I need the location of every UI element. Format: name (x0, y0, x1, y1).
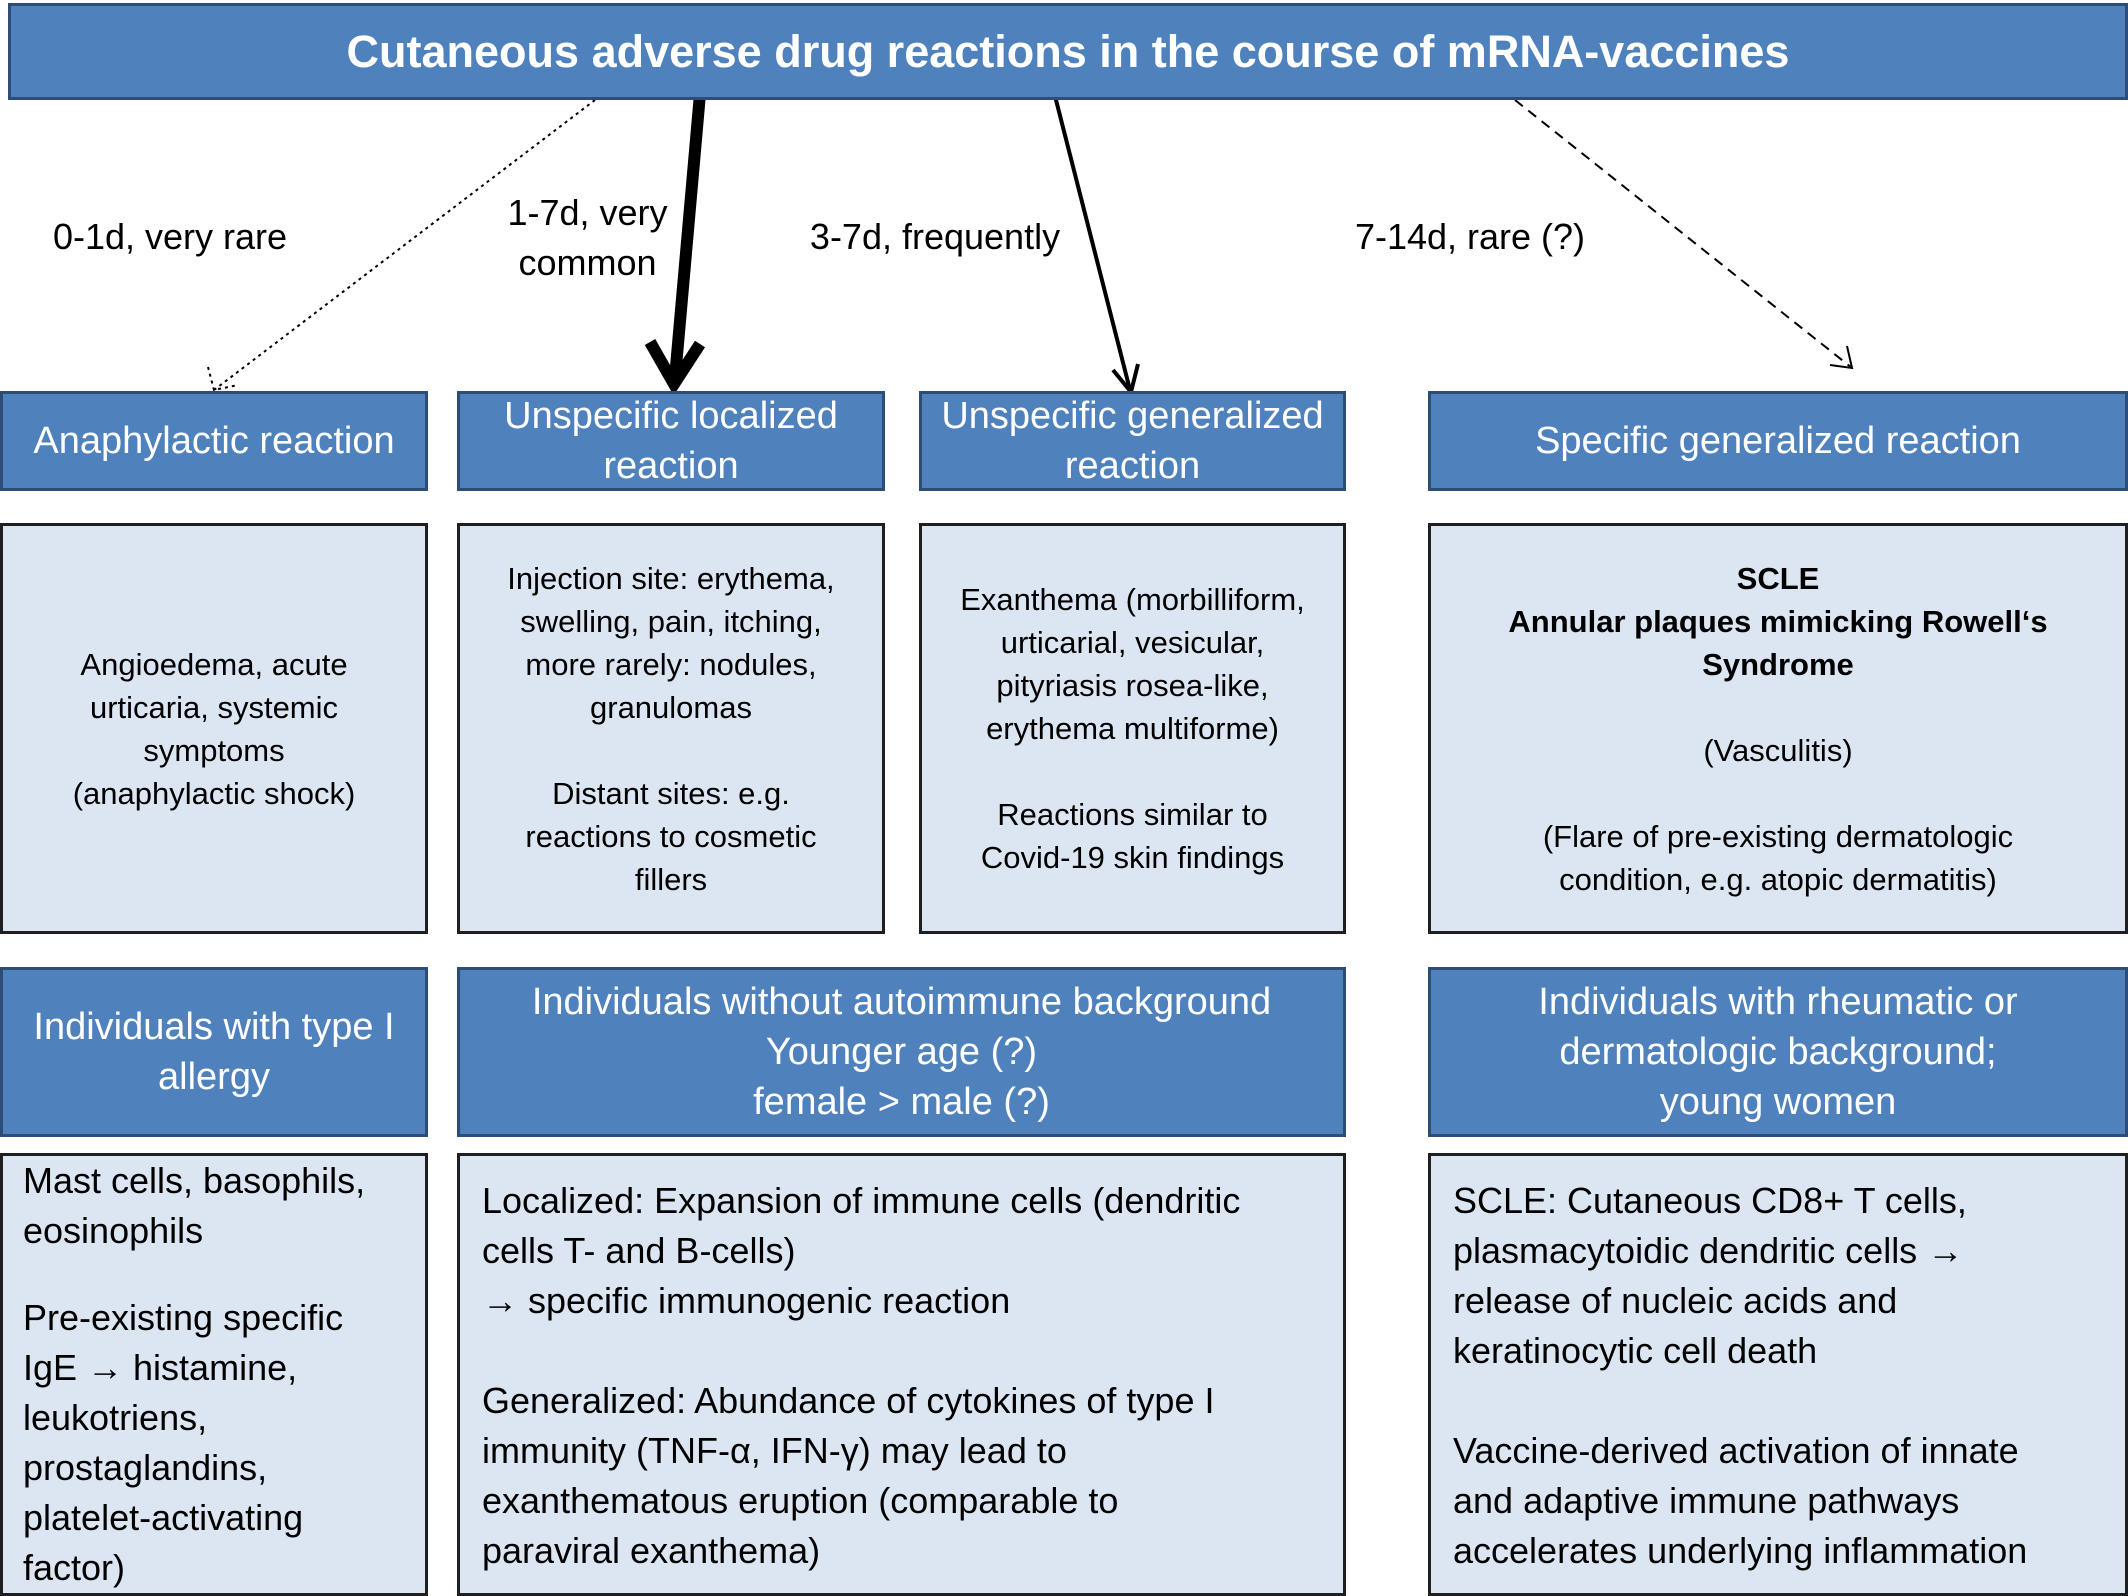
mechanism-allergy: Mast cells, basophils, eosinophils Pre-e… (0, 1153, 428, 1596)
mechanism-line: keratinocytic cell death (1453, 1330, 1818, 1371)
mechanism-line: eosinophils (23, 1210, 204, 1251)
population-line: dermatologic background; (1559, 1031, 1997, 1073)
mechanism-line: paraviral exanthema) (482, 1530, 821, 1571)
population-line: female > male (?) (753, 1081, 1050, 1123)
population-line: Individuals with type I (33, 1006, 395, 1048)
arrowhead-localized (644, 339, 706, 396)
mechanism-line: plasmacytoidic dendritic cells → (1453, 1230, 1964, 1271)
manifestation-line: Injection site: erythema, (507, 560, 835, 596)
population-line: allergy (158, 1056, 270, 1098)
mechanism-line: Mast cells, basophils, (23, 1160, 366, 1201)
reaction-label: Specific generalized reaction (1535, 420, 2021, 462)
population-line: Younger age (?) (765, 1031, 1038, 1073)
reaction-label: reaction (603, 445, 739, 487)
reaction-label: Unspecific generalized (941, 395, 1324, 437)
timing-label-text: common (518, 242, 657, 283)
arrow-anaphylactic (213, 99, 596, 391)
manifestation-line: urticaria, systemic (89, 689, 339, 725)
reaction-label: reaction (1064, 445, 1201, 487)
mechanism-line: platelet-activating (23, 1497, 304, 1538)
mechanism-line: IgE → histamine, (23, 1347, 298, 1388)
manifestations-specific: SCLE Annular plaques mimicking Rowell‘s … (1428, 523, 2128, 934)
manifestation-line: Covid-19 skin findings (980, 840, 1285, 875)
manifestations-localized: Injection site: erythema, swelling, pain… (457, 523, 885, 934)
timing-label-text: 3-7d, frequently (809, 216, 1061, 257)
manifestations-generalized: Exanthema (morbilliform, urticarial, ves… (919, 523, 1346, 934)
reaction-label: Unspecific localized (504, 395, 838, 437)
manifestation-line: granulomas (590, 689, 752, 725)
population-line: Individuals with rheumatic or (1538, 981, 2018, 1023)
manifestation-line: Angioedema, acute (80, 646, 348, 682)
mechanism-line: immunity (TNF-α, IFN-γ) may lead to (482, 1430, 1067, 1471)
manifestation-line: fillers (634, 861, 708, 897)
title-text: Cutaneous adverse drug reactions in the … (346, 25, 1790, 77)
timing-label-localized: 1-7d, very common (480, 188, 695, 288)
timing-label-text: 7-14d, rare (?) (1354, 216, 1586, 257)
manifestation-line-bold: Syndrome (1702, 646, 1854, 682)
population-no-autoimmune: Individuals without autoimmune backgroun… (457, 967, 1346, 1137)
population-rheumatic: Individuals with rheumatic or dermatolog… (1428, 967, 2128, 1137)
manifestation-line: pityriasis rosea-like, (996, 668, 1269, 703)
mechanism-line: and adaptive immune pathways (1453, 1480, 1960, 1521)
manifestation-line: symptoms (143, 732, 285, 768)
arrow-specific (1514, 99, 1853, 369)
mechanism-line: → specific immunogenic reaction (482, 1280, 1011, 1321)
manifestation-line: (Vasculitis) (1703, 732, 1853, 768)
manifestation-line: Reactions similar to (997, 797, 1268, 832)
manifestation-line-bold: SCLE (1736, 560, 1820, 596)
diagram-title: Cutaneous adverse drug reactions in the … (8, 3, 2128, 100)
manifestation-line: (Flare of pre-existing dermatologic (1542, 818, 2014, 854)
manifestation-line: Exanthema (morbilliform, (960, 582, 1305, 617)
arrow-localized (669, 93, 706, 379)
arrowhead-specific (1829, 345, 1854, 370)
mechanism-line: Vaccine-derived activation of innate (1453, 1430, 2019, 1471)
manifestation-line-bold: Annular plaques mimicking Rowell‘s (1508, 603, 2048, 639)
timing-label-text: 0-1d, very rare (52, 216, 288, 257)
arrow-generalized (1053, 95, 1132, 391)
mechanism-line: exanthematous eruption (comparable to (482, 1480, 1119, 1521)
mechanism-middle: Localized: Expansion of immune cells (de… (457, 1153, 1346, 1596)
timing-label-generalized: 3-7d, frequently (780, 212, 1090, 262)
reaction-unspecific-localized: Unspecific localized reaction (457, 391, 885, 491)
mechanism-line: factor) (23, 1547, 126, 1588)
population-allergy: Individuals with type I allergy (0, 967, 428, 1137)
manifestation-line: reactions to cosmetic (525, 818, 817, 854)
manifestation-line: condition, e.g. atopic dermatitis) (1559, 861, 1997, 897)
mechanism-line: accelerates underlying inflammation (1453, 1530, 2028, 1571)
mechanism-line: SCLE: Cutaneous CD8+ T cells, (1453, 1180, 1967, 1221)
manifestation-line: more rarely: nodules, (525, 646, 817, 682)
manifestation-line: urticarial, vesicular, (1000, 625, 1265, 660)
mechanism-line: Pre-existing specific (23, 1297, 344, 1338)
mechanism-line: cells T- and B-cells) (482, 1230, 796, 1271)
manifestation-line: Distant sites: e.g. (552, 775, 790, 811)
timing-label-anaphylactic: 0-1d, very rare (30, 212, 310, 262)
manifestation-line: erythema multiforme) (986, 711, 1279, 746)
mechanism-line: Generalized: Abundance of cytokines of t… (482, 1380, 1215, 1421)
reaction-label: Anaphylactic reaction (33, 420, 395, 462)
mechanism-line: release of nucleic acids and (1453, 1280, 1898, 1321)
reaction-unspecific-generalized: Unspecific generalized reaction (919, 391, 1346, 491)
mechanism-line: leukotriens, (23, 1397, 208, 1438)
manifestation-line: swelling, pain, itching, (520, 603, 822, 639)
mechanism-line: Localized: Expansion of immune cells (de… (482, 1180, 1241, 1221)
mechanism-line: prostaglandins, (23, 1447, 268, 1488)
arrowhead-anaphylactic (207, 366, 239, 392)
population-line: young women (1659, 1081, 1897, 1123)
timing-label-specific: 7-14d, rare (?) (1330, 212, 1610, 262)
mechanism-right: SCLE: Cutaneous CD8+ T cells, plasmacyto… (1428, 1153, 2128, 1596)
reaction-specific-generalized: Specific generalized reaction (1428, 391, 2128, 491)
manifestation-line: (anaphylactic shock) (72, 775, 356, 811)
reaction-anaphylactic: Anaphylactic reaction (0, 391, 428, 491)
timing-label-text: 1-7d, very (507, 192, 668, 233)
population-line: Individuals without autoimmune backgroun… (531, 981, 1272, 1023)
manifestations-anaphylactic: Angioedema, acute urticaria, systemic sy… (0, 523, 428, 934)
